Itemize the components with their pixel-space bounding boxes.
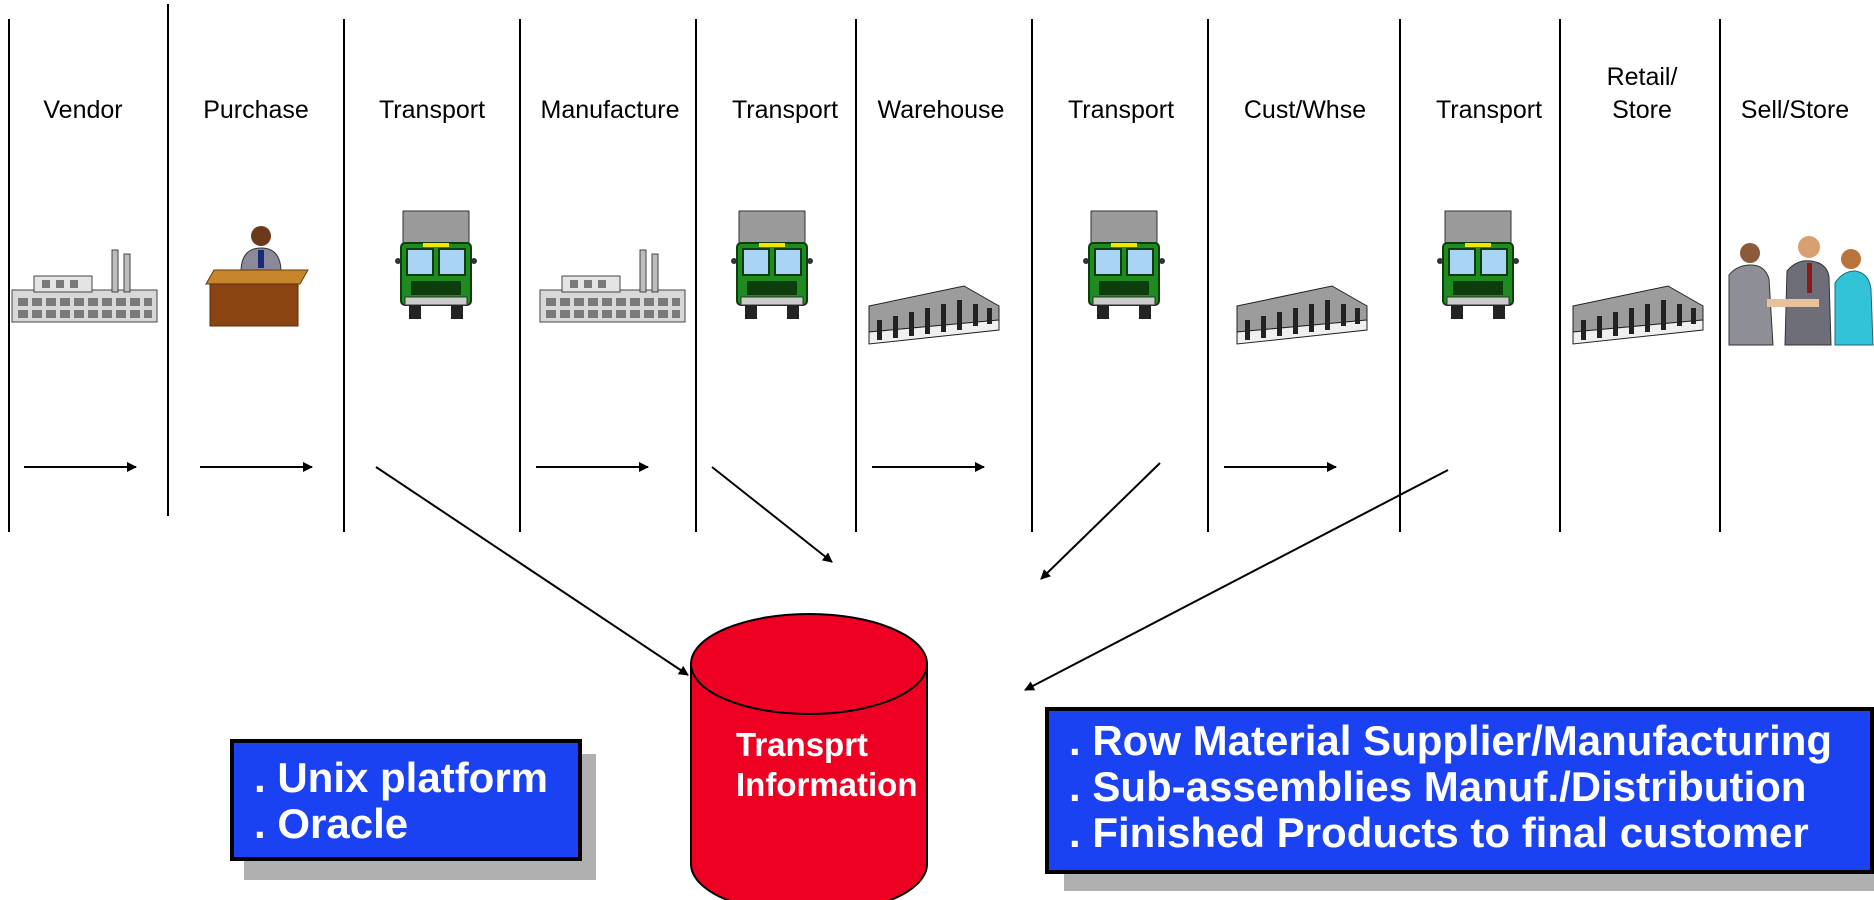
- flow-arrow: [1040, 462, 1161, 580]
- stage-label: Transport: [1436, 96, 1542, 124]
- warehouse-icon: [868, 285, 1000, 345]
- scope-line: . Row Material Supplier/Manufacturing: [1069, 717, 1833, 764]
- platform-line: . Unix platform: [254, 754, 549, 801]
- flow-arrow: [375, 466, 689, 676]
- stage-label: Transport: [379, 96, 485, 124]
- stage-label: Vendor: [43, 96, 122, 124]
- stage-label: Purchase: [203, 96, 309, 124]
- truck-icon: [1082, 210, 1166, 320]
- flow-arrow: [711, 466, 833, 563]
- stage-labels: Vendor Purchase Transport Manufacture Transp…: [43, 63, 1849, 124]
- stage-label: Transport: [732, 96, 838, 124]
- flow-arrows: [24, 462, 1449, 691]
- platform-box: . Unix platform . Oracle: [230, 739, 582, 861]
- warehouse-icon: [1236, 285, 1368, 345]
- stage-label: Sell/Store: [1741, 96, 1849, 124]
- flow-arrow: [1024, 469, 1449, 691]
- factory-icon: [539, 249, 686, 323]
- handshake-people-icon: [1728, 235, 1874, 346]
- stage-label: Manufacture: [541, 96, 680, 124]
- scope-box: . Row Material Supplier/Manufacturing . …: [1045, 707, 1874, 874]
- truck-icon: [394, 210, 478, 320]
- platform-line: . Oracle: [254, 800, 409, 847]
- stage-separators: [8, 4, 1721, 532]
- truck-icon: [730, 210, 814, 320]
- factory-icon: [11, 249, 158, 323]
- stage-label: Retail/Store: [1607, 63, 1678, 124]
- warehouse-icon: [1572, 285, 1704, 345]
- scope-line: . Sub-assemblies Manuf./Distribution: [1069, 763, 1807, 810]
- stage-label: Warehouse: [878, 96, 1005, 124]
- stage-label: Cust/Whse: [1244, 96, 1366, 124]
- buyer-at-desk-icon: [205, 225, 309, 327]
- scope-line: . Finished Products to final customer: [1069, 809, 1809, 856]
- stage-label: Transport: [1068, 96, 1174, 124]
- database-label: Transprt Information: [736, 726, 917, 803]
- stage-icons: [11, 210, 1874, 346]
- truck-icon: [1436, 210, 1520, 320]
